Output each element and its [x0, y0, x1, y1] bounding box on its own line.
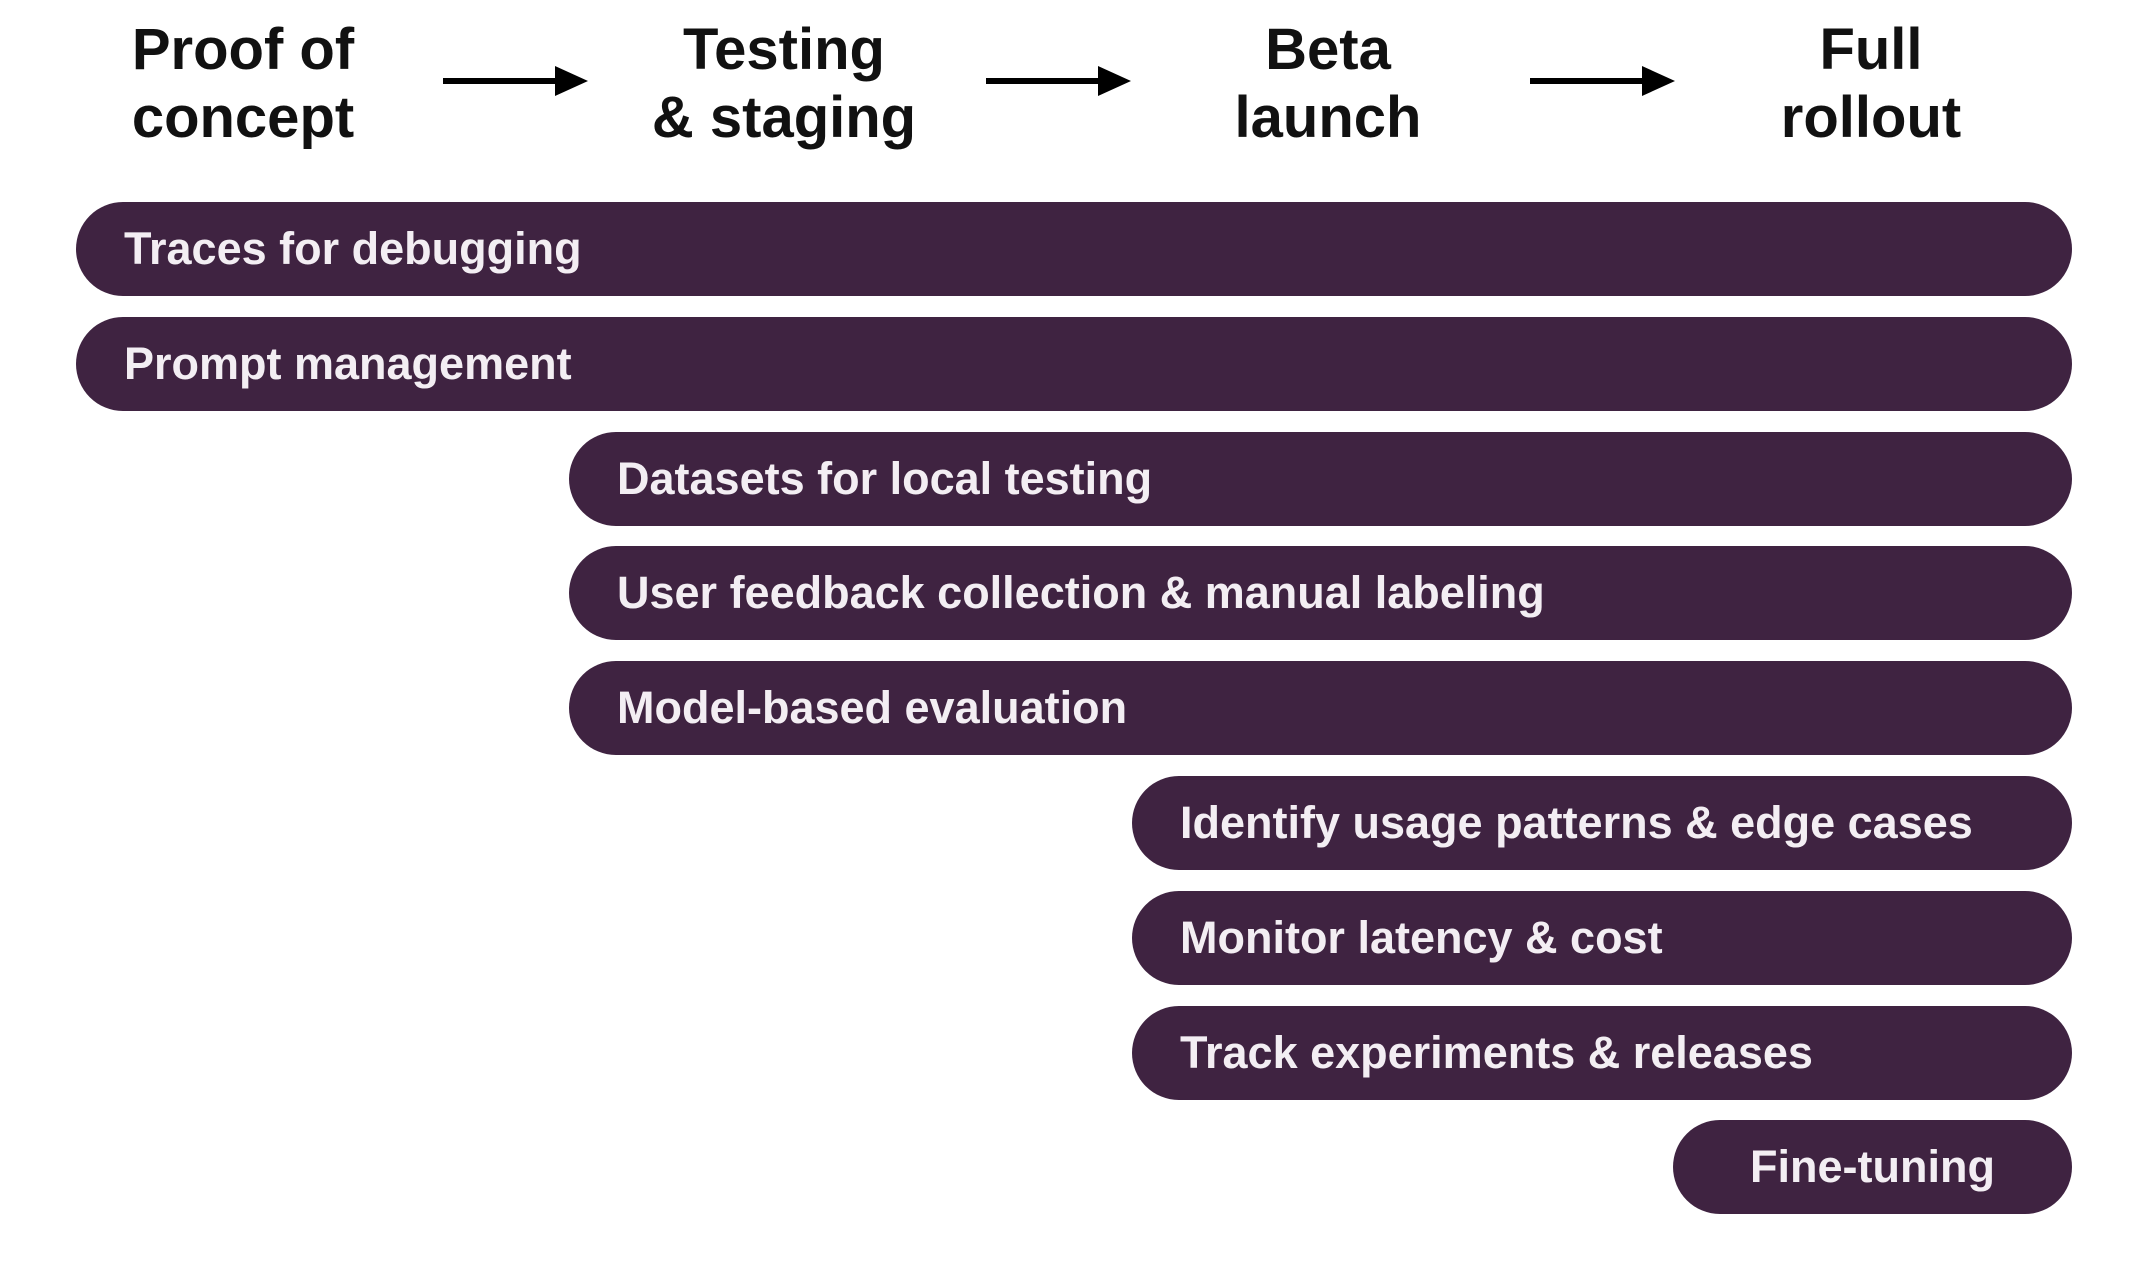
arrow-icon — [443, 66, 588, 96]
stage-heading-line: launch — [1234, 85, 1422, 150]
capability-label: Monitor latency & cost — [1180, 912, 1663, 963]
arrow-icon — [1530, 66, 1675, 96]
stage-heading-proof-of-concept: Proof of concept — [83, 16, 403, 152]
stage-heading-line: rollout — [1780, 85, 1962, 150]
capability-label: Fine-tuning — [1750, 1141, 1995, 1192]
capability-bar-traces-for-debugging: Traces for debugging — [76, 202, 2072, 296]
capability-label: Datasets for local testing — [617, 453, 1153, 504]
capability-bar-identify-usage-patterns: Identify usage patterns & edge cases — [1132, 776, 2072, 870]
stage-heading-line: & staging — [651, 85, 917, 150]
stage-heading-full-rollout: Full rollout — [1711, 16, 2031, 152]
capability-bar-datasets-for-local-testing: Datasets for local testing — [569, 432, 2072, 526]
stage-heading-beta-launch: Beta launch — [1168, 16, 1488, 152]
capability-label: Identify usage patterns & edge cases — [1180, 797, 1973, 848]
stage-heading-line: Testing — [683, 17, 885, 82]
stage-heading-testing-staging: Testing & staging — [624, 16, 944, 152]
capability-label: User feedback collection & manual labeli… — [617, 567, 1545, 618]
capability-label: Model-based evaluation — [617, 682, 1128, 733]
capability-bar-monitor-latency-cost: Monitor latency & cost — [1132, 891, 2072, 985]
capability-bar-fine-tuning: Fine-tuning — [1673, 1120, 2072, 1214]
capability-label: Track experiments & releases — [1180, 1027, 1813, 1078]
stage-heading-line: Beta — [1265, 17, 1391, 82]
capability-bar-model-based-evaluation: Model-based evaluation — [569, 661, 2072, 755]
stage-heading-line: Full — [1819, 17, 1923, 82]
capability-bar-prompt-management: Prompt management — [76, 317, 2072, 411]
capability-bar-user-feedback-collection: User feedback collection & manual labeli… — [569, 546, 2072, 640]
arrow-icon — [986, 66, 1131, 96]
capability-bar-track-experiments-releases: Track experiments & releases — [1132, 1006, 2072, 1100]
stage-heading-line: Proof of — [131, 17, 355, 82]
capability-label: Prompt management — [124, 338, 572, 389]
stage-heading-line: concept — [131, 85, 355, 150]
capability-label: Traces for debugging — [124, 223, 582, 274]
